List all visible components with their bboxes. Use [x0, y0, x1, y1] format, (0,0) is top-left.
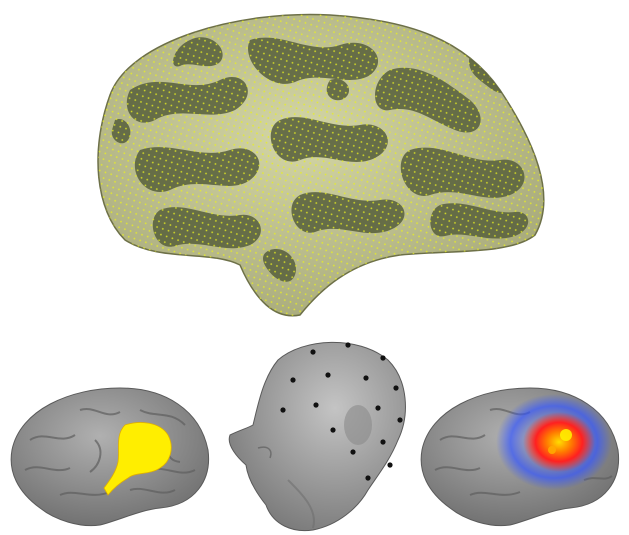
brain-activation-right-panel: [414, 380, 629, 530]
head-surface: [218, 330, 413, 535]
brain-activation-left-panel: [0, 380, 215, 530]
cortex-surface-left: [0, 380, 215, 530]
head-electrodes-panel: [218, 330, 413, 535]
inflated-cortex-panel: [70, 0, 570, 320]
activation-red-region: [523, 412, 595, 472]
inflated-cortex-surface: [70, 0, 570, 320]
cortex-surface-right: [414, 380, 629, 530]
